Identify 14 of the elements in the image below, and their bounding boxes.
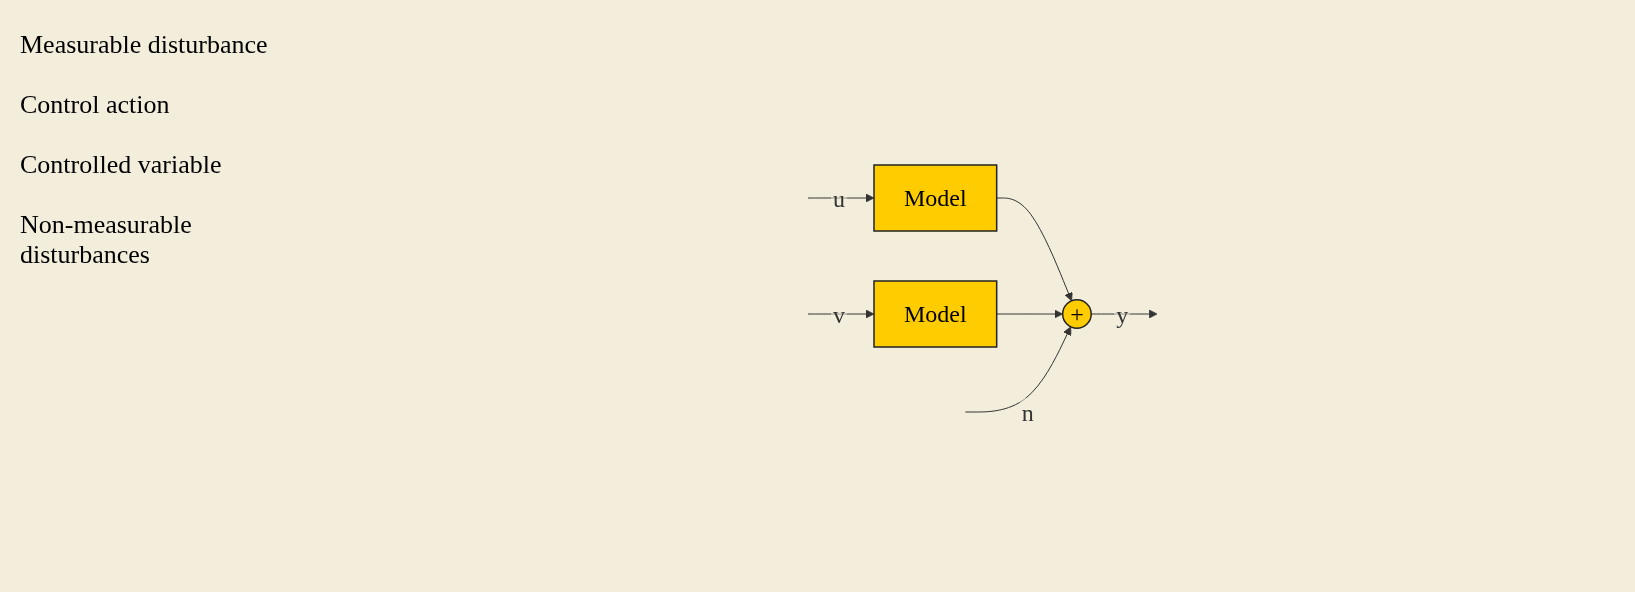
summing-junction: + [1061,298,1092,329]
edge-label: v [832,301,845,328]
edge-label: n [1021,399,1034,426]
note-text: Control action [20,90,171,120]
note-text: Measurable disturbance [20,30,269,60]
arrow [964,325,1072,412]
process-box: Model [873,163,998,232]
arrow [996,197,1073,301]
process-box: Model [873,279,998,348]
edge-label: y [1116,301,1129,328]
edge-label: u [832,185,845,212]
arrow [996,309,1063,318]
note-text: Non-measurable disturbances [20,210,193,270]
note-text: Controlled variable [20,150,223,180]
